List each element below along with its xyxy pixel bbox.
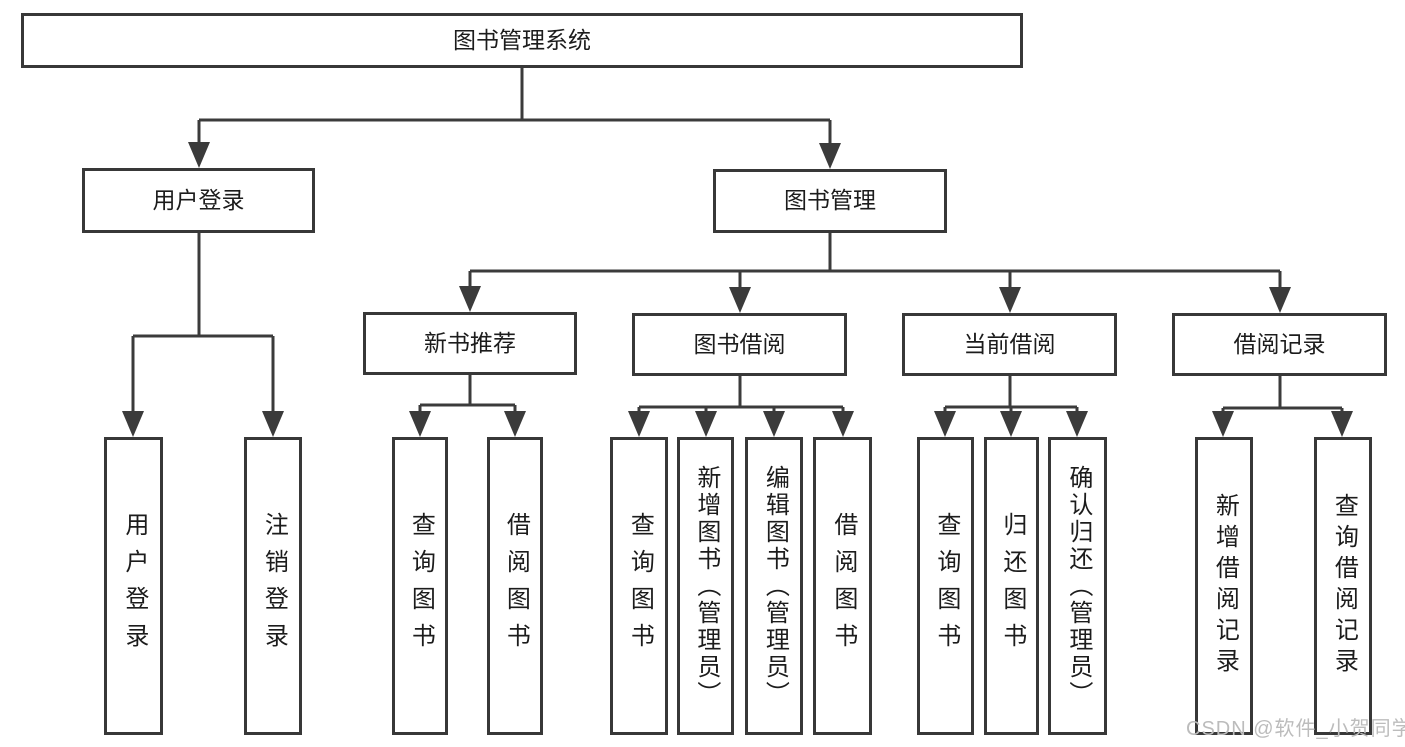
node-current-borrowing: 当前借阅 — [902, 313, 1117, 376]
leaf-label: 注销登录 — [260, 512, 288, 660]
leaf-label: 编辑图书（管理员） — [761, 464, 789, 708]
leaf-label: 查询图书 — [407, 512, 435, 660]
leaf-add-borrow-record: 新增借阅记录 — [1195, 437, 1253, 735]
leaf-label: 确认归还（管理员） — [1064, 464, 1092, 708]
node-new-book-recommendation: 新书推荐 — [363, 312, 577, 375]
node-label: 图书管理系统 — [453, 26, 591, 53]
leaf-query-books: 查询图书 — [610, 437, 668, 735]
node-borrowing-records: 借阅记录 — [1172, 313, 1387, 376]
node-label: 新书推荐 — [424, 329, 516, 356]
leaf-label: 借阅图书 — [502, 512, 530, 660]
node-label: 图书借阅 — [693, 330, 786, 357]
leaf-label: 新增借阅记录 — [1211, 493, 1239, 679]
leaf-confirm-return-admin: 确认归还（管理员） — [1048, 437, 1107, 735]
watermark: CSDN @软件_小贺同学 — [1186, 718, 1405, 740]
leaf-borrow-books: 借阅图书 — [813, 437, 872, 735]
leaf-label: 新增图书（管理员） — [692, 464, 720, 708]
node-user-login: 用户登录 — [82, 168, 315, 233]
leaf-label: 查询借阅记录 — [1330, 493, 1358, 679]
node-book-borrowing: 图书借阅 — [632, 313, 847, 376]
leaf-user-login: 用户登录 — [104, 437, 163, 735]
leaf-query-borrow-record: 查询借阅记录 — [1314, 437, 1372, 735]
leaf-label: 用户登录 — [120, 512, 148, 660]
leaf-logout: 注销登录 — [244, 437, 302, 735]
node-label: 图书管理 — [784, 187, 876, 214]
node-label: 用户登录 — [152, 186, 245, 213]
leaf-label: 查询图书 — [932, 512, 960, 660]
leaf-query-books: 查询图书 — [917, 437, 974, 735]
node-book-management: 图书管理 — [713, 169, 947, 233]
leaf-return-books: 归还图书 — [984, 437, 1039, 735]
leaf-borrow-books: 借阅图书 — [487, 437, 543, 735]
node-library-management-system: 图书管理系统 — [21, 13, 1023, 68]
leaf-edit-books-admin: 编辑图书（管理员） — [745, 437, 803, 735]
leaf-label: 借阅图书 — [829, 512, 857, 660]
node-label: 借阅记录 — [1233, 330, 1326, 357]
leaf-label: 归还图书 — [998, 512, 1026, 660]
leaf-label: 查询图书 — [626, 512, 654, 660]
leaf-query-books: 查询图书 — [392, 437, 448, 735]
node-label: 当前借阅 — [963, 330, 1056, 357]
leaf-add-books-admin: 新增图书（管理员） — [677, 437, 734, 735]
